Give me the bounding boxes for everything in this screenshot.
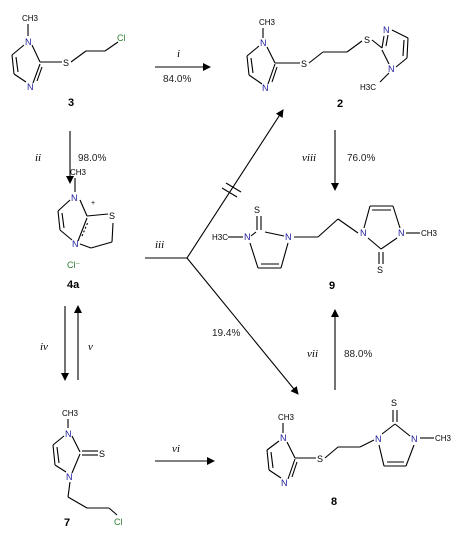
step-vii-label: vii <box>307 348 318 360</box>
step-vi-label: vi <box>172 443 180 455</box>
atom-n: N <box>66 472 73 482</box>
compound-7-structure: CH3 N N S Cl <box>52 409 123 527</box>
step-v-label: v <box>88 341 93 353</box>
methyl-label: CH3 <box>70 168 87 177</box>
atom-n: N <box>71 193 78 203</box>
atom-s: S <box>63 58 69 68</box>
step-iv-label: iv <box>40 341 48 353</box>
yield-vii: 88.0% <box>344 349 372 360</box>
step-i-label: i <box>177 48 180 60</box>
yield-i: 84.0% <box>163 74 191 85</box>
atom-s: S <box>364 35 370 45</box>
atom-n: N <box>383 25 390 35</box>
compound-2-label: 2 <box>337 98 343 110</box>
atom-s: S <box>377 265 383 275</box>
methyl-label: CH3 <box>435 434 452 443</box>
atom-s: S <box>391 398 397 408</box>
atom-n: N <box>65 429 72 439</box>
atom-s: S <box>109 211 115 221</box>
atom-n: N <box>375 434 382 444</box>
atom-cl: Cl <box>114 517 123 527</box>
compound-3-label: 3 <box>68 97 74 109</box>
step-viii-label: viii <box>302 152 316 164</box>
atom-n: N <box>25 37 32 47</box>
compound-9-label: 9 <box>329 280 335 292</box>
compound-4a-label: 4a <box>67 279 80 291</box>
chloride-label: Cl⁻ <box>67 260 80 270</box>
compound-4a-structure: CH3 N + N S Cl⁻ <box>57 168 115 270</box>
atom-n: N <box>27 82 34 92</box>
atom-n: N <box>411 434 418 444</box>
yield-ii: 98.0% <box>78 153 106 164</box>
atom-n: N <box>72 239 79 249</box>
atom-n: N <box>281 478 288 488</box>
blocked-mark <box>225 182 242 193</box>
compound-8-label: 8 <box>331 496 337 508</box>
methyl-label: CH3 <box>421 229 438 238</box>
atom-n: N <box>360 228 367 238</box>
atom-s: S <box>99 449 105 459</box>
atom-s: S <box>317 454 323 464</box>
step-ii-label: ii <box>35 152 41 164</box>
compound-7-label: 7 <box>64 517 70 529</box>
compound-2-structure: CH3 N N S S N N H3C <box>246 18 409 93</box>
yield-viii: 76.0% <box>347 153 375 164</box>
atom-n: N <box>280 433 287 443</box>
h3c-label: H3C <box>212 233 228 242</box>
methyl-label: CH3 <box>22 14 39 23</box>
atom-n: N <box>388 64 395 74</box>
blocked-mark <box>221 187 238 198</box>
atom-cl: Cl <box>117 33 126 43</box>
atom-n: N <box>285 232 292 242</box>
yield-iii-lower: 19.4% <box>212 328 240 339</box>
atom-n: N <box>262 83 269 93</box>
plus-label: + <box>91 200 95 207</box>
compound-8-structure: CH3 N N S N N S CH3 <box>266 398 452 488</box>
step-iii-label: iii <box>155 239 164 251</box>
atom-s: S <box>254 205 260 215</box>
methyl-label: CH3 <box>62 409 79 418</box>
atom-s: S <box>301 59 307 69</box>
methyl-label: CH3 <box>278 413 295 422</box>
atom-n: N <box>244 232 251 242</box>
atom-n: N <box>260 38 267 48</box>
h3c-label: H3C <box>360 83 376 92</box>
arrow-iii-upper <box>186 109 284 259</box>
arrow-iii-lower <box>186 257 299 395</box>
compound-3-structure: CH3 N N S Cl <box>11 14 126 92</box>
atom-n: N <box>398 228 405 238</box>
methyl-label: CH3 <box>259 18 276 27</box>
compound-9-structure: S N H3C N N N CH3 S <box>212 205 438 275</box>
